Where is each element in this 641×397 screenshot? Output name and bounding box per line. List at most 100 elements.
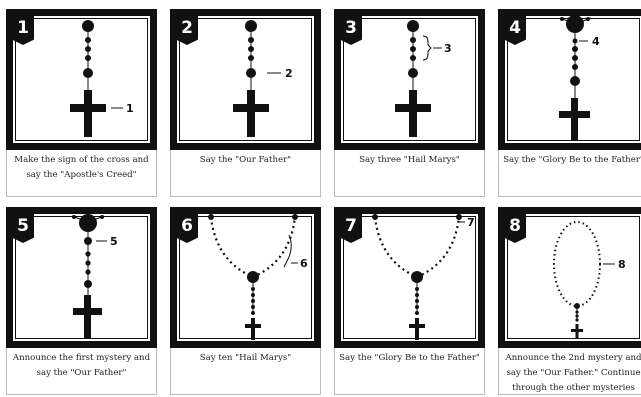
step-number-badge: 5 [12,213,34,243]
centerpiece-medal [566,15,584,33]
step-caption: Say three "Hail Marys" [334,150,485,197]
step-number-badge: 7 [340,213,362,243]
hail-mary-bead [575,318,578,321]
step-card-2: 2 2 Say the "Our Father" [170,9,325,197]
crucifix-icon [70,104,106,112]
hail-mary-bead [410,46,416,52]
hail-mary-bead [251,299,255,303]
centerpiece-medal [411,271,423,283]
crucifix-icon [247,90,255,137]
our-father-bead [372,214,378,220]
hail-mary-bead [415,305,419,309]
hail-mary-bead [415,299,419,303]
step-number-badge: 1 [12,15,34,45]
step-caption: Announce the first mystery and say the "… [6,348,157,395]
our-father-bead [84,237,92,245]
hail-mary-bead [410,55,416,61]
hail-mary-bead [251,305,255,309]
step-caption: Say the "Glory Be to the Father" [498,150,641,197]
centerpiece-medal [574,303,580,309]
our-father-bead [407,20,419,32]
callout-number: 8 [618,258,626,271]
hail-mary-bead [248,37,254,43]
our-father-bead [246,68,256,78]
our-father-bead [245,20,257,32]
hail-mary-bead [85,260,90,265]
crucifix-icon [251,318,255,340]
crucifix-icon [409,90,417,137]
our-father-bead [408,68,418,78]
crucifix-icon [571,98,578,140]
hail-mary-bead [415,287,419,291]
crucifix-icon [233,104,269,112]
crucifix-icon [395,104,431,112]
hail-mary-bead [586,17,590,21]
crucifix-icon [73,308,102,315]
step-card-8: 8 8 Announce the 2nd mystery and say the… [498,207,641,395]
crucifix-icon [415,318,419,340]
hail-mary-bead [415,293,419,297]
our-father-bead [208,214,214,220]
callout-number: 7 [467,216,475,229]
step-number-badge: 6 [176,213,198,243]
glory-be-point [573,39,578,44]
step-caption: Say ten "Hail Marys" [170,348,321,395]
step-card-7: 7 7 Say the "Glory Be to the Father" [334,207,489,395]
decade-chain [211,217,295,277]
step-caption: Announce the 2nd mystery and say the "Ou… [498,348,641,395]
hail-mary-bead [415,311,419,315]
crucifix-icon [84,295,91,338]
our-father-bead [456,214,462,220]
hail-mary-bead [85,55,91,61]
step-card-6: 6 6 Say ten "Hail Marys" [170,207,325,395]
our-father-bead [292,214,298,220]
hail-mary-bead [572,55,578,61]
decade-chain [375,217,459,277]
hail-mary-bead [72,215,76,219]
hail-mary-bead [85,37,91,43]
hail-mary-bead [251,293,255,297]
hail-mary-bead [575,310,578,313]
our-father-bead [570,76,580,86]
centerpiece-medal [247,271,259,283]
callout-number: 1 [126,102,134,115]
step-number-badge: 2 [176,15,198,45]
hail-mary-bead [100,215,104,219]
crucifix-icon [245,324,261,328]
our-father-bead [83,68,93,78]
step-number-badge: 4 [504,15,526,45]
hail-mary-bead [248,46,254,52]
hail-mary-bead [251,287,255,291]
hail-mary-bead [410,37,416,43]
callout-bracket [284,235,291,267]
callout-bracket [423,36,431,60]
callout-number: 4 [592,35,600,48]
step-caption: Say the "Our Father" [170,150,321,197]
hail-mary-bead [248,55,254,61]
hail-mary-bead [560,17,564,21]
step-card-3: 3 3 Say three "Hail Marys" [334,9,489,197]
step-card-4: 4 4 Say the "Glory Be to the Father" [498,9,641,197]
step-number-badge: 8 [504,213,526,243]
hail-mary-bead [572,46,578,52]
crucifix-icon [84,90,92,137]
hail-mary-bead [251,311,255,315]
centerpiece-medal [79,214,97,232]
step-caption: Say the "Glory Be to the Father" [334,348,485,395]
crucifix-icon [559,111,590,118]
step-card-5: 5 5 Announce the first mystery and say t… [6,207,161,395]
step-card-1: 1 1 Make the sign of the cross and say t… [6,9,161,197]
our-father-bead [82,20,94,32]
callout-number: 2 [285,67,293,80]
callout-number: 6 [300,257,308,270]
step-number-badge: 3 [340,15,362,45]
our-father-bead [84,280,92,288]
hail-mary-bead [85,269,90,274]
callout-number: 5 [110,235,118,248]
hail-mary-bead [85,251,90,256]
crucifix-icon [409,324,425,328]
crucifix-icon [571,329,583,332]
hail-mary-bead [572,64,578,70]
hail-mary-bead [575,314,578,317]
rosary-loop [554,222,600,306]
